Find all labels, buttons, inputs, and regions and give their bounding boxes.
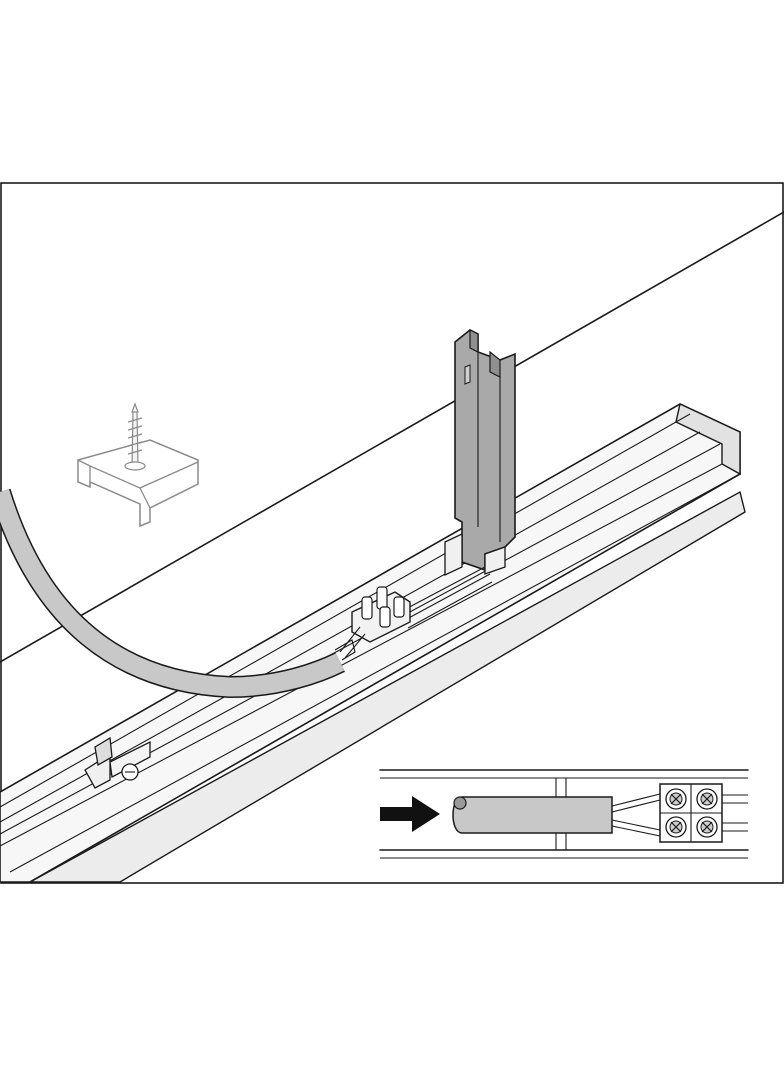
channel-line-5 <box>0 413 691 808</box>
inset-detail <box>379 769 749 859</box>
terminal-block-icon <box>659 783 723 843</box>
inset-cable <box>452 796 613 834</box>
internal-wires <box>399 566 493 629</box>
profile-lens <box>29 490 746 883</box>
light-profile <box>0 402 746 883</box>
installation-drawing <box>0 182 784 884</box>
channel-line-4 <box>9 473 741 873</box>
supply-cable <box>0 488 366 699</box>
installation-figure <box>0 182 784 884</box>
ceiling-edge-line <box>0 211 784 663</box>
insertion-arrow-icon <box>380 796 440 832</box>
channel-line-1 <box>0 431 701 823</box>
mounting-bracket <box>84 736 151 789</box>
terminal-connector <box>351 586 411 643</box>
screw-clip-icon <box>77 402 199 528</box>
channel-line-3 <box>0 463 723 847</box>
cover-clip <box>444 329 516 577</box>
